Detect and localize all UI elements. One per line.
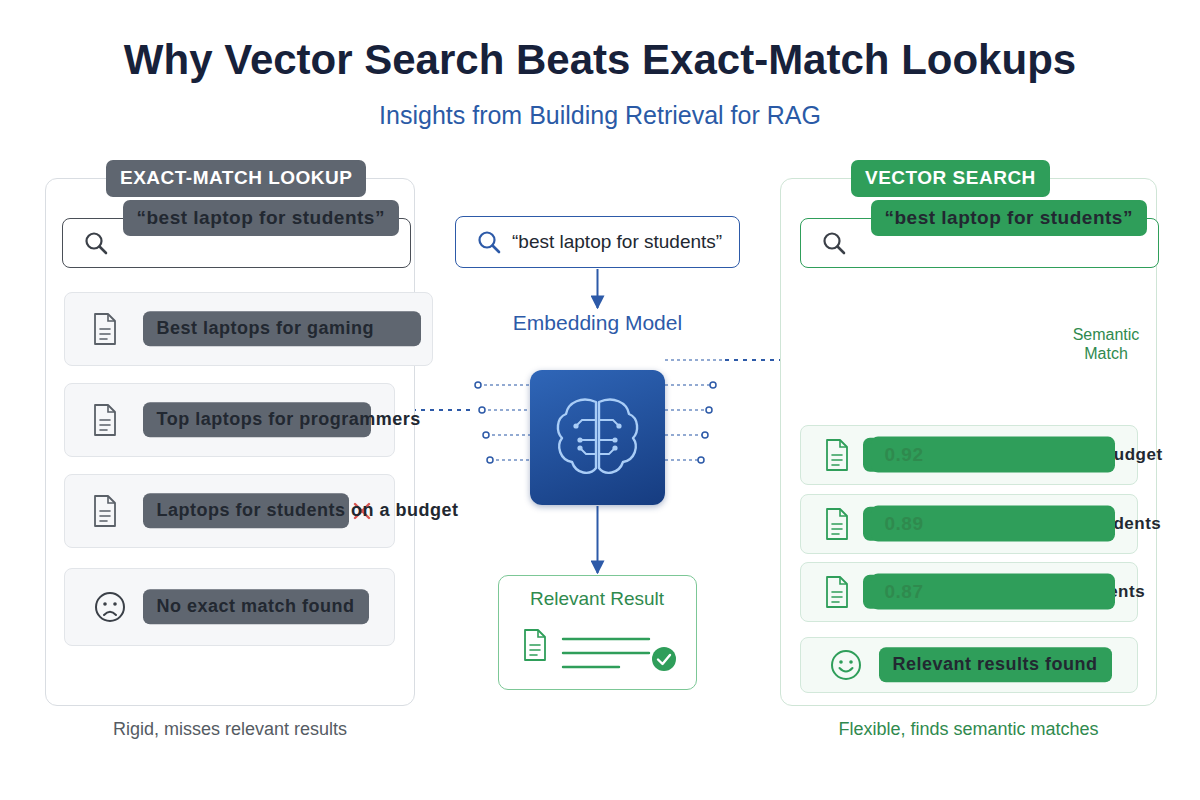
result-item: Laptops for students on a budget0.92: [800, 425, 1138, 485]
sad-face-icon: [93, 590, 127, 624]
search-query: “best laptop for students”: [871, 200, 1147, 237]
search-icon: [476, 229, 502, 255]
status-text: No exact match found: [143, 589, 369, 625]
search-box: “best laptop for students”: [800, 218, 1159, 269]
dashed-link: [415, 409, 470, 411]
subtitle: Insights from Building Retrieval for RAG: [0, 100, 1200, 130]
happy-face-icon: [829, 648, 863, 682]
flow-arrow: [597, 269, 599, 308]
panel-caption: Flexible, finds semantic matches: [780, 719, 1157, 741]
similarity-score: 0.87: [871, 573, 1115, 610]
search-query: “best laptop for students”: [123, 200, 399, 237]
brain-icon: [530, 370, 665, 505]
relevant-result-box: Relevant Result: [498, 575, 697, 690]
model-label: Embedding Model: [470, 310, 725, 335]
document-icon: [91, 403, 119, 437]
result-item: Best laptops for college students0.89: [800, 494, 1138, 554]
panel-heading: EXACT-MATCH LOOKUP: [106, 160, 366, 197]
callout-label: Semantic Match: [1062, 325, 1150, 363]
document-icon: [823, 507, 851, 541]
comparison-panel: “best laptop for students”Best laptops f…: [45, 178, 415, 706]
result-title: Top laptops for programmers: [143, 402, 371, 438]
similarity-score: 0.89: [871, 505, 1115, 542]
diagram-title: Why Vector Search Beats Exact-Match Look…: [0, 36, 1200, 84]
document-icon: [823, 575, 851, 609]
search-icon: [83, 230, 109, 256]
search-box: “best laptop for students”: [455, 216, 740, 268]
search-icon: [821, 230, 847, 256]
embedding-model: Embedding Model: [470, 310, 725, 505]
result-item: Top laptops for programmers: [64, 383, 395, 457]
flow-arrow: [597, 506, 599, 573]
text-lines: [559, 631, 659, 681]
search-box: “best laptop for students”: [62, 218, 411, 269]
result-title: Laptops for students on a budget: [143, 493, 349, 529]
model-chip: [530, 370, 665, 505]
result-title: Best laptops for gaming: [143, 311, 421, 347]
comparison-panel: “best laptop for students” Laptops for st…: [780, 178, 1157, 706]
panel-caption: Rigid, misses relevant results: [45, 719, 415, 741]
result-label: Relevant Result: [499, 588, 695, 610]
document-icon: [91, 494, 119, 528]
similarity-score: 0.92: [871, 436, 1115, 473]
result-item: Laptops for students on a budget: [64, 474, 395, 548]
document-icon: [91, 312, 119, 346]
status-box: Relevant results found: [800, 637, 1138, 693]
search-query: “best laptop for students”: [512, 231, 722, 253]
result-item: Affordable laptops for students0.87: [800, 562, 1138, 622]
document-icon: [823, 438, 851, 472]
status-text: Relevant results found: [879, 647, 1112, 683]
dashed-link: [725, 359, 780, 361]
status-box: No exact match found: [64, 568, 395, 646]
panel-heading: VECTOR SEARCH: [851, 160, 1050, 197]
document-icon: [521, 628, 549, 662]
result-item: Best laptops for gaming: [64, 292, 433, 366]
check-badge: [650, 645, 678, 673]
